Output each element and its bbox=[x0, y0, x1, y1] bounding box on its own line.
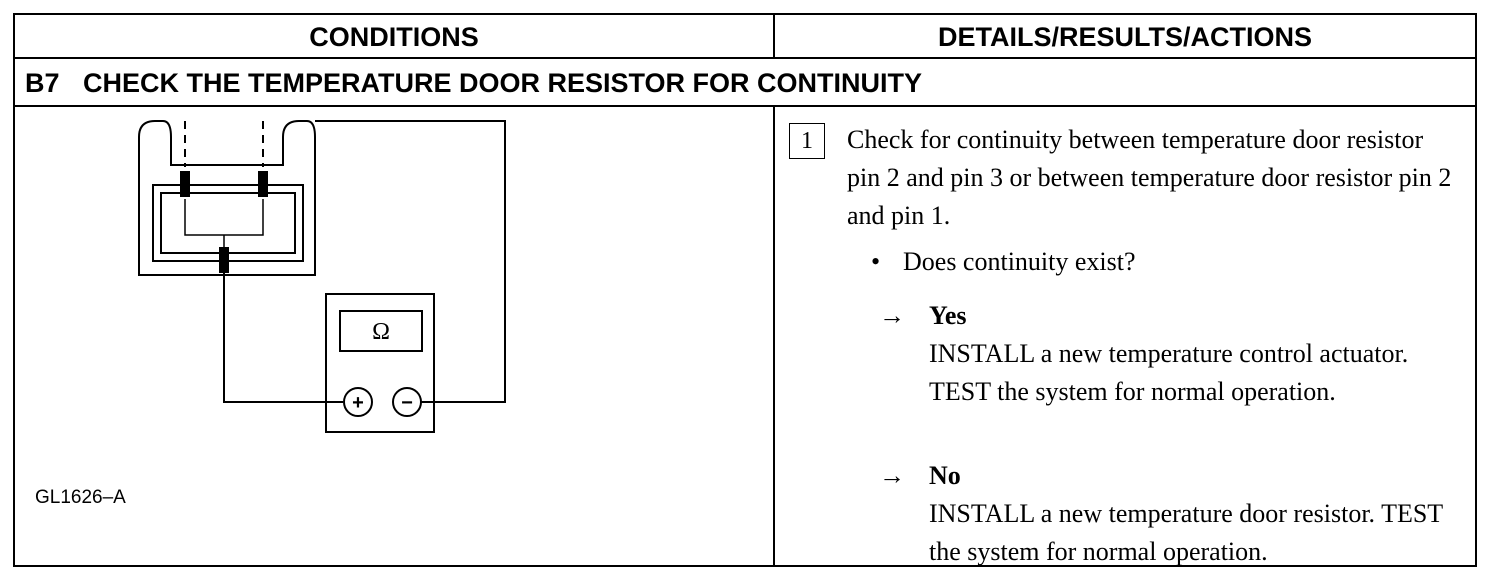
step-code: B7 bbox=[25, 68, 60, 98]
no-answer: → No INSTALL a new temperature door resi… bbox=[879, 457, 1469, 566]
dashed-line bbox=[184, 121, 264, 167]
minus-terminal-icon bbox=[392, 387, 422, 417]
step-title-row: B7 CHECK THE TEMPERATURE DOOR RESISTOR FO… bbox=[15, 59, 1475, 107]
arrow-right-icon: → bbox=[879, 301, 905, 330]
arrow-right-icon: → bbox=[879, 461, 905, 490]
question-text: Does continuity exist? bbox=[903, 247, 1136, 276]
figure-label: GL1626–A bbox=[35, 487, 126, 508]
action-number: 1 bbox=[789, 123, 825, 159]
conditions-header: CONDITIONS bbox=[15, 15, 775, 59]
pin-probe-bottom bbox=[219, 247, 229, 273]
diagnostic-table: CONDITIONS DETAILS/RESULTS/ACTIONS B7 CHE… bbox=[13, 13, 1477, 567]
no-text: INSTALL a new temperature door resistor.… bbox=[929, 499, 1443, 566]
ohm-symbol: Ω bbox=[372, 319, 390, 345]
pin-probe-right bbox=[258, 171, 268, 197]
no-label: No bbox=[929, 461, 961, 490]
bullet-icon: • bbox=[871, 247, 881, 276]
meter-body bbox=[325, 293, 435, 433]
resistor-trace bbox=[184, 199, 264, 247]
connector-inner-frame-2 bbox=[160, 192, 296, 254]
left-lead-wire bbox=[223, 272, 343, 403]
pin-probe-left bbox=[180, 171, 190, 197]
action-instruction: Check for continuity between temperature… bbox=[847, 125, 1452, 230]
continuity-test-diagram: Ω + − bbox=[138, 120, 506, 433]
question-row: • Does continuity exist? bbox=[871, 243, 1136, 281]
minus-symbol: − bbox=[401, 392, 413, 414]
details-cell: 1 Check for continuity between temperatu… bbox=[775, 107, 1475, 566]
details-header: DETAILS/RESULTS/ACTIONS bbox=[775, 15, 1475, 59]
step-title: CHECK THE TEMPERATURE DOOR RESISTOR FOR … bbox=[83, 68, 923, 98]
yes-text: INSTALL a new temperature control actuat… bbox=[929, 339, 1409, 406]
meter-display bbox=[339, 310, 423, 352]
yes-label: Yes bbox=[929, 301, 967, 330]
conditions-cell: Ω + − GL1626–A bbox=[15, 107, 775, 565]
plus-terminal-icon bbox=[343, 387, 373, 417]
yes-answer: → Yes INSTALL a new temperature control … bbox=[879, 297, 1469, 437]
connector-housing bbox=[138, 120, 316, 276]
plus-symbol: + bbox=[352, 392, 364, 414]
right-lead-wire bbox=[315, 120, 506, 403]
